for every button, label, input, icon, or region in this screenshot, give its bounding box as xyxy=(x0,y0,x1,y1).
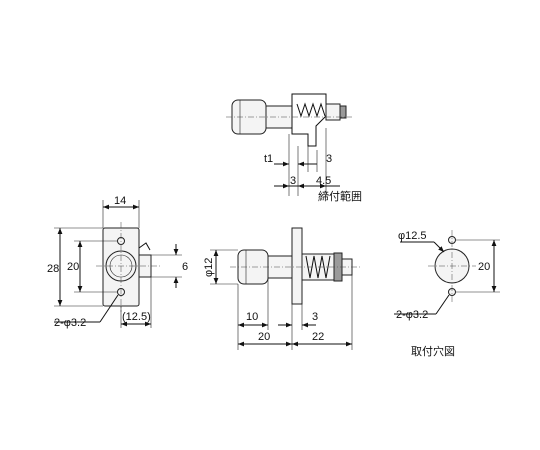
dim-20-left: 20 xyxy=(67,261,79,273)
top-nut xyxy=(339,105,347,119)
top-spring xyxy=(296,102,326,118)
dim-20-right: 20 xyxy=(478,261,490,273)
left-view: 14 28 20 6 (12.5) 2-φ3.2 xyxy=(47,195,188,329)
note-holes-left: 2-φ3.2 xyxy=(54,317,86,329)
flange-tab xyxy=(138,242,151,251)
center-view: φ12 10 3 20 22 xyxy=(203,227,360,350)
top-bracket xyxy=(291,93,327,147)
caption-mount-hole: 取付穴図 xyxy=(411,344,455,358)
dim-6: 6 xyxy=(182,261,188,273)
dim-t1: t1 xyxy=(264,153,273,165)
dim-3-lower: 3 xyxy=(290,175,296,187)
top-pin xyxy=(325,103,341,121)
center-flange xyxy=(291,227,303,305)
right-view: φ12.5 20 2-φ3.2 取付穴図 xyxy=(394,230,500,358)
dim-14: 14 xyxy=(114,195,126,207)
note-holes-right: 2-φ3.2 xyxy=(396,309,428,321)
caption-clamp-range: 締付範囲 xyxy=(318,189,362,203)
dim-3-upper: 3 xyxy=(326,153,332,165)
dim-12-5-ref: (12.5) xyxy=(122,311,151,323)
top-view: t1 3 3 4.5 締付範囲 xyxy=(226,93,362,203)
dim-20-center: 20 xyxy=(258,331,270,343)
dim-10: 10 xyxy=(246,311,258,323)
dim-dia-12-5: φ12.5 xyxy=(398,230,427,242)
center-spring xyxy=(305,255,331,279)
dim-22: 22 xyxy=(312,331,324,343)
dim-dia-12: φ12 xyxy=(203,258,215,277)
dim-4-5: 4.5 xyxy=(316,175,331,187)
dim-3-center: 3 xyxy=(312,311,318,323)
dim-28: 28 xyxy=(47,263,59,275)
